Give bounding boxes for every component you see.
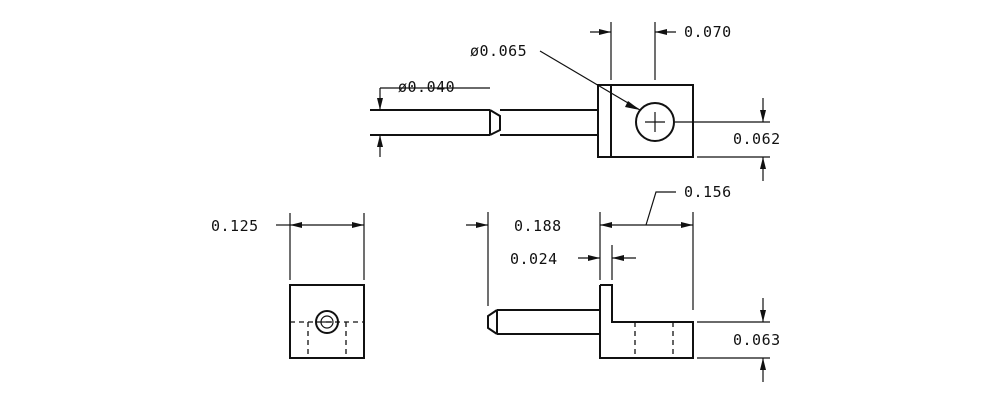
front-view xyxy=(487,284,694,359)
dim-block-length: 0.156 xyxy=(599,183,732,310)
dim-block-width: 0.125 xyxy=(211,213,365,280)
dim-pin-length: 0.188 xyxy=(466,212,693,306)
dim-hole-height: 0.062 xyxy=(675,98,781,181)
dim-hole-diameter-label: ø0.065 xyxy=(470,42,527,60)
dim-pin-diameter: ø0.040 xyxy=(377,78,490,157)
dim-hole-offset-label: 0.070 xyxy=(684,23,732,41)
dim-block-height: 0.063 xyxy=(697,298,781,382)
dim-wall-thickness: 0.024 xyxy=(510,245,636,280)
dim-pin-diameter-label: ø0.040 xyxy=(398,78,455,96)
dim-pin-length-label: 0.188 xyxy=(514,217,562,235)
end-view xyxy=(289,284,365,359)
dim-block-height-label: 0.063 xyxy=(733,331,781,349)
dim-block-width-label: 0.125 xyxy=(211,217,259,235)
dim-hole-height-label: 0.062 xyxy=(733,130,781,148)
top-view xyxy=(370,84,694,158)
dim-hole-diameter: ø0.065 xyxy=(470,42,641,111)
dim-block-length-label: 0.156 xyxy=(684,183,732,201)
dim-hole-offset: 0.070 xyxy=(590,22,732,80)
dim-wall-thickness-label: 0.024 xyxy=(510,250,558,268)
